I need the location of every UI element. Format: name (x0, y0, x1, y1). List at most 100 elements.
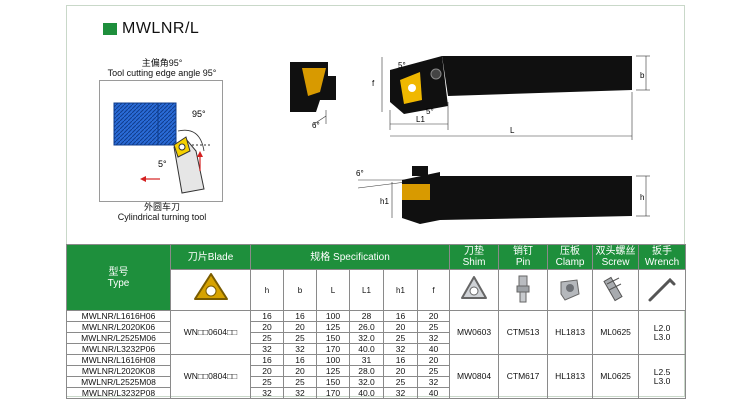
tool-holder-top-view: 6° f 5° 5° L1 L b (290, 55, 650, 140)
spec-cell-h: 25 (250, 332, 284, 344)
cutting-angle-cn: 主偏角95° (141, 58, 183, 68)
spec-cell-L1: 28.0 (349, 365, 384, 377)
spec-col-f: f (416, 269, 451, 311)
wrench-header-en: Wrench (644, 257, 680, 268)
insert-hole (178, 143, 186, 151)
angle-6-label-side: 6° (356, 169, 364, 178)
screw-header-cn: 双头螺丝 (595, 246, 636, 257)
side-shank (440, 176, 632, 220)
title-square-icon (103, 23, 117, 35)
spec-cell-h1: 32 (383, 387, 418, 399)
spec-cell-L1: 40.0 (349, 387, 384, 399)
spec-col-b: b (283, 269, 317, 311)
blade-header: 刀片Blade (170, 244, 251, 270)
shim-icon (461, 276, 488, 299)
pin-image-cell (498, 269, 549, 311)
f-label: f (372, 79, 375, 88)
spec-cell-L: 170 (316, 387, 350, 399)
spec-cell-L: 170 (316, 343, 350, 355)
spec-header: 规格 Specification (249, 244, 451, 270)
b-label: b (640, 71, 645, 80)
angle-5-label-head: 5° (398, 61, 406, 70)
spec-col-L: L (316, 269, 350, 311)
pin-cell: CTM513 (498, 310, 549, 355)
type-header-en: Type (107, 277, 130, 289)
blade-cell: WN□□0804□□ (170, 354, 251, 399)
turning-tool-caption: 外圆车刀 Cylindrical turning tool (100, 202, 224, 222)
spec-cell-h1: 25 (383, 376, 418, 388)
spec-cell-L1: 32.0 (349, 376, 384, 388)
wrench-image-cell (638, 269, 687, 311)
spec-cell-f: 32 (416, 332, 451, 344)
spec-cell-L: 150 (316, 376, 350, 388)
screw-header-en: Screw (601, 257, 630, 268)
spec-cell-b: 20 (283, 321, 317, 333)
shim-header-en: Shim (462, 257, 486, 268)
spec-cell-f: 25 (416, 321, 451, 333)
spec-cell-f: 25 (416, 365, 451, 377)
spec-cell-h: 20 (250, 365, 284, 377)
spec-col-L1: L1 (349, 269, 384, 311)
spec-cell-b: 16 (283, 354, 317, 366)
spec-cell-h: 16 (250, 310, 284, 322)
spec-cell-h1: 16 (383, 310, 418, 322)
spec-cell-h: 16 (250, 354, 284, 366)
type-cell: MWLNR/L2020K08 (66, 365, 171, 377)
spec-cell-L1: 40.0 (349, 343, 384, 355)
spec-cell-h: 20 (250, 321, 284, 333)
spec-cell-h: 32 (250, 343, 284, 355)
spec-cell-L1: 26.0 (349, 321, 384, 333)
type-cell: MWLNR/L3232P08 (66, 387, 171, 399)
shim-cell: MW0804 (449, 354, 500, 399)
screw-cell: ML0625 (592, 310, 640, 355)
workpiece (113, 102, 177, 146)
spec-cell-L1: 28 (349, 310, 384, 322)
type-cell: MWLNR/L1616H08 (66, 354, 171, 366)
clamp-image-cell (547, 269, 594, 311)
clamp-icon (560, 279, 580, 301)
feed-arrow-up-head (197, 151, 203, 157)
clamp-header-en: Clamp (555, 257, 585, 268)
spec-cell-h: 25 (250, 376, 284, 388)
L1-label: L1 (416, 115, 425, 124)
wrench-size-2: L3.0 (653, 331, 671, 342)
clamp-header-cn: 压板 (560, 246, 581, 257)
blade-image-cell (170, 269, 251, 311)
shim-header-cn: 刀垫 (464, 246, 485, 257)
L-label: L (510, 126, 515, 135)
cutting-schematic: 95° 5° (113, 102, 212, 194)
spec-cell-b: 16 (283, 310, 317, 322)
spec-cell-f: 20 (416, 354, 451, 366)
table-subheader-row: h b L L1 h1 f (67, 269, 687, 311)
holder-shank (442, 56, 632, 96)
spec-cell-L: 125 (316, 321, 350, 333)
side-clamp (412, 166, 428, 176)
spec-cell-h: 32 (250, 387, 284, 399)
type-cell: MWLNR/L2020K06 (66, 321, 171, 333)
spec-cell-f: 32 (416, 376, 451, 388)
spec-cell-h1: 32 (383, 343, 418, 355)
page-title: MWLNR/L (103, 20, 199, 38)
angle-6-label-top: 6° (312, 121, 320, 130)
spec-cell-L: 100 (316, 310, 350, 322)
type-header-cn: 型号 (108, 266, 129, 278)
screw-icon (602, 276, 623, 302)
spec-cell-f: 40 (416, 387, 451, 399)
pin-header-cn: 销钉 (513, 246, 534, 257)
angle-95-label: 95° (192, 109, 206, 119)
pin-cell: CTM617 (498, 354, 549, 399)
head-insert-hole (408, 84, 416, 92)
spec-cell-h1: 20 (383, 365, 418, 377)
spec-cell-L: 125 (316, 365, 350, 377)
